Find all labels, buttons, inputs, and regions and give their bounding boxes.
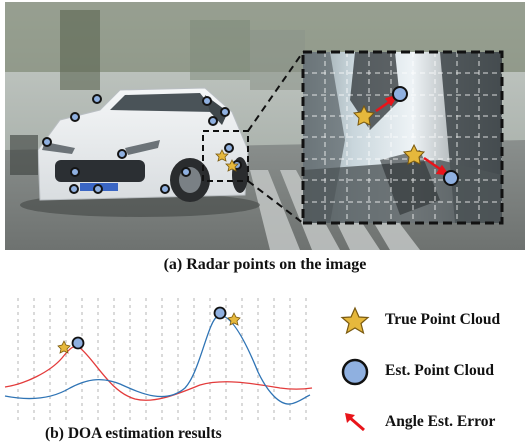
radar-point	[117, 149, 127, 159]
zoom-inset	[301, 50, 504, 225]
radar-point	[70, 112, 80, 122]
est-point	[213, 306, 227, 320]
doa-plot	[4, 298, 313, 420]
arrow-icon	[345, 413, 365, 432]
legend-label: True Point Cloud	[385, 311, 501, 328]
radar-photo	[5, 2, 525, 250]
caption-doa-results: (b) DOA estimation results	[45, 425, 222, 442]
true-point-star	[225, 159, 239, 172]
circle-icon	[341, 358, 369, 386]
radar-point	[220, 107, 230, 117]
radar-point	[224, 143, 234, 153]
true-point-star	[227, 312, 241, 326]
legend-label: Est. Point Cloud	[385, 362, 494, 379]
legend-item-est-point-cloud: Est. Point Cloud	[340, 357, 530, 387]
legend-item-angle-est-error: Angle Est. Error	[340, 408, 530, 438]
radar-point	[69, 184, 79, 194]
radar-point	[93, 184, 103, 194]
radar-point	[92, 94, 102, 104]
true-point-star	[215, 149, 229, 162]
radar-point	[70, 167, 80, 177]
true-point-star	[352, 104, 376, 126]
est-point	[71, 336, 85, 350]
true-points	[215, 149, 239, 172]
legend-item-true-point-cloud: True Point Cloud	[340, 306, 530, 336]
radar-point	[208, 116, 218, 126]
blue-curve	[4, 315, 311, 405]
selection-box	[202, 130, 249, 182]
radar-point	[160, 184, 170, 194]
true-point-star	[57, 340, 71, 354]
radar-point	[202, 96, 212, 106]
est-point	[443, 170, 459, 186]
star-icon	[340, 306, 370, 335]
caption-radar-points: (a) Radar points on the image	[163, 256, 367, 273]
radar-points	[42, 94, 242, 194]
true-point-star	[402, 143, 426, 165]
est-point	[392, 86, 408, 102]
legend-label: Angle Est. Error	[385, 413, 496, 430]
radar-point	[42, 137, 52, 147]
red-curve	[4, 345, 313, 401]
radar-point	[181, 167, 191, 177]
